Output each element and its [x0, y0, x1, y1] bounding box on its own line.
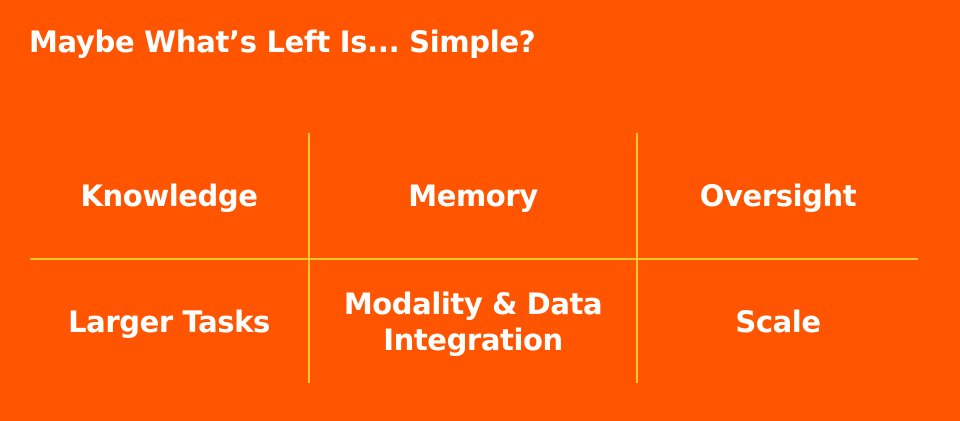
grid-cell-scale: Scale — [638, 260, 918, 383]
grid-cell-oversight: Oversight — [638, 133, 918, 258]
slide-title: Maybe What’s Left Is... Simple? — [29, 25, 536, 59]
grid-cell-knowledge: Knowledge — [30, 133, 308, 258]
grid-cell-label: Memory — [408, 178, 538, 213]
grid-cell-label: Larger Tasks — [68, 304, 270, 339]
grid-cell-label: Knowledge — [80, 178, 258, 213]
grid-cell-larger-tasks: Larger Tasks — [30, 260, 308, 383]
topic-grid: Knowledge Memory Oversight Larger Tasks … — [30, 133, 918, 383]
grid-cell-memory: Memory — [310, 133, 636, 258]
grid-divider-horizontal — [30, 258, 918, 260]
grid-cell-modality-data-integration: Modality & Data Integration — [315, 260, 631, 383]
grid-cell-label: Modality & Data Integration — [343, 286, 603, 357]
grid-cell-label: Oversight — [699, 178, 857, 213]
grid-cell-label: Scale — [735, 304, 821, 339]
